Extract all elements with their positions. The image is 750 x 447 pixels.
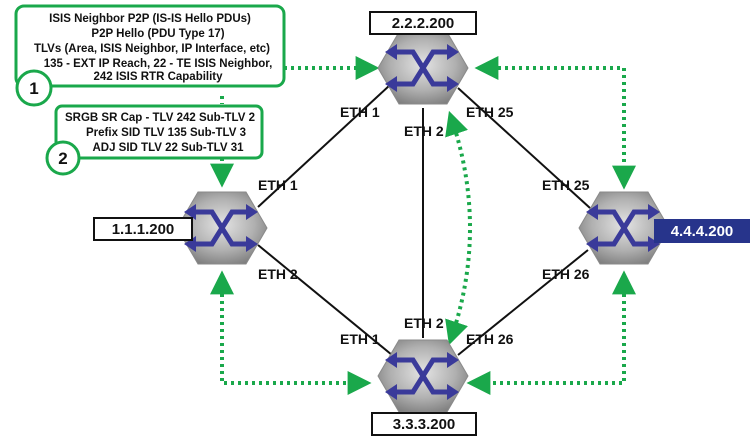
callout2-line2: Prefix SID TLV 135 Sub-TLV 3 (86, 127, 246, 139)
router-icon-r3 (378, 340, 468, 412)
step2-number: 2 (58, 149, 67, 168)
router-icon-r2 (378, 32, 468, 104)
iface-r3-eth2: ETH 2 (404, 315, 444, 331)
ip-label-r2: 2.2.2.200 (369, 11, 477, 35)
iface-r4-eth25: ETH 25 (542, 177, 590, 193)
iface-r3-eth26: ETH 26 (466, 331, 514, 347)
callout1-line2: P2P Hello (PDU Type 17) (91, 28, 224, 40)
ip-label-r3: 3.3.3.200 (371, 412, 477, 436)
callout2-line3: ADJ SID TLV 22 Sub-TLV 31 (92, 142, 244, 154)
callout2-line1: SRGB SR Cap - TLV 242 Sub-TLV 2 (65, 112, 255, 124)
callout1-line3: TLVs (Area, ISIS Neighbor, IP Interface,… (34, 43, 270, 55)
callout-step2: SRGB SR Cap - TLV 242 Sub-TLV 2 Prefix S… (45, 104, 264, 176)
ip-label-r4: 4.4.4.200 (654, 219, 750, 243)
ip-text-r4: 4.4.4.200 (671, 223, 734, 240)
ip-label-r1: 1.1.1.200 (93, 217, 193, 241)
ip-text-r1: 1.1.1.200 (112, 221, 175, 238)
ip-text-r3: 3.3.3.200 (393, 416, 456, 433)
iface-r1-eth2: ETH 2 (258, 266, 298, 282)
iface-r3-eth1: ETH 1 (340, 331, 380, 347)
ip-text-r2: 2.2.2.200 (392, 15, 455, 32)
step1-badge (15, 69, 53, 107)
callout-step1: ISIS Neighbor P2P (IS-IS Hello PDUs) P2P… (14, 4, 286, 107)
iface-r1-eth1: ETH 1 (258, 177, 298, 193)
dotted-arrow-r1-r3 (210, 270, 372, 395)
step2-badge (45, 140, 81, 176)
link-r1-r2 (257, 84, 391, 208)
iface-r2-eth1: ETH 1 (340, 104, 380, 120)
dotted-arrow-r2-r4 (474, 56, 636, 190)
dotted-arrow-r2-r3-curve (445, 110, 472, 346)
callout1-line1: ISIS Neighbor P2P (IS-IS Hello PDUs) (49, 13, 251, 25)
iface-r2-eth2: ETH 2 (404, 123, 444, 139)
iface-r2-eth25: ETH 25 (466, 104, 514, 120)
callout1-line5: 242 ISIS RTR Capability (93, 71, 223, 83)
iface-r4-eth26: ETH 26 (542, 266, 590, 282)
callout1-line4: 135 - EXT IP Reach, 22 - TE ISIS Neighbo… (44, 58, 273, 70)
step1-number: 1 (29, 79, 38, 98)
